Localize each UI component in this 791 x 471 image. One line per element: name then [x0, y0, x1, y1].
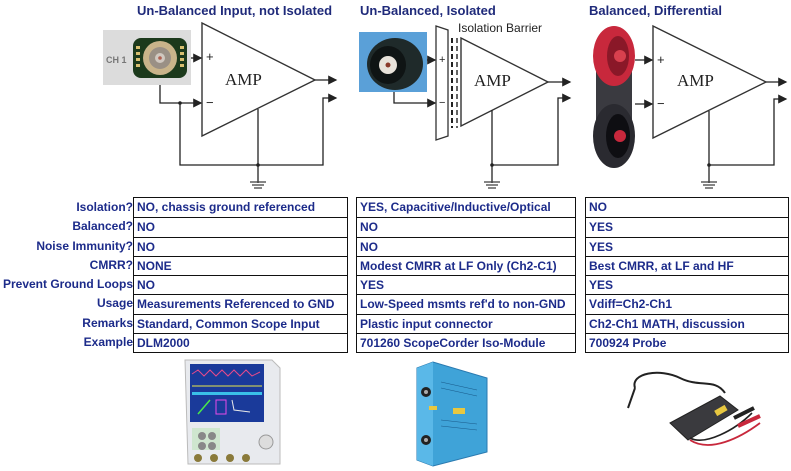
column-title-unbalanced: Un-Balanced Input, not Isolated: [137, 3, 333, 18]
table-cell: Ch2-Ch1 MATH, discussion: [586, 313, 788, 333]
minus-symbol: −: [439, 97, 445, 109]
diagram-unbalanced: CH 1 AMP + −: [103, 21, 338, 189]
table-isolated: YES, Capacitive/Inductive/Optical NO NO …: [356, 197, 576, 354]
table-cell: YES: [586, 275, 788, 294]
table-cell: Measurements Referenced to GND: [134, 294, 347, 313]
amp-label: AMP: [474, 71, 511, 90]
row-label-example: Example: [83, 335, 133, 350]
minus-symbol: −: [206, 95, 214, 110]
table-cell: DLM2000: [134, 333, 347, 352]
row-label-cmrr: CMRR?: [89, 257, 133, 272]
plus-symbol: +: [439, 54, 445, 66]
column-title-isolated: Un-Balanced, Isolated: [360, 3, 496, 18]
column-title-differential: Balanced, Differential: [589, 3, 722, 18]
ground-icon: [250, 181, 266, 189]
bnc-connector-icon: [133, 38, 187, 78]
table-cell: Vdiff=Ch2-Ch1: [586, 294, 788, 313]
circuit-diagrams: CH 1 AMP + − + −: [103, 21, 788, 189]
table-cell: NO: [357, 217, 575, 236]
row-label-noise-immunity: Noise Immunity?: [36, 238, 133, 253]
ground-icon: [484, 181, 500, 189]
isolation-input-stage: [435, 25, 449, 141]
table-cell: NO: [134, 275, 347, 294]
amp-label: AMP: [677, 71, 714, 90]
table-cell: NONE: [134, 255, 347, 275]
table-cell: YES: [586, 217, 788, 236]
diagram-differential: AMP + −: [593, 24, 788, 189]
table-cell: 700924 Probe: [586, 333, 788, 352]
iso-module-image: [416, 361, 488, 467]
row-label-prevent-ground-loops: Prevent Ground Loops: [2, 277, 133, 292]
banana-terminals-icon: [593, 26, 635, 168]
isolation-barrier-label: Isolation Barrier: [458, 21, 542, 35]
plus-symbol: +: [206, 49, 214, 64]
minus-symbol: −: [657, 96, 665, 111]
table-cell: Standard, Common Scope Input: [134, 313, 347, 333]
row-label-balanced: Balanced?: [72, 219, 133, 234]
table-cell: NO, chassis ground referenced: [137, 200, 316, 214]
oscilloscope-image: [184, 359, 281, 465]
table-cell: NO: [357, 236, 575, 256]
row-labels: Isolation? Balanced? Noise Immunity? CMR…: [0, 198, 133, 352]
table-cell: Modest CMRR at LF Only (Ch2-C1): [357, 255, 575, 275]
table-cell: NO: [134, 217, 347, 236]
row-label-remarks: Remarks: [82, 315, 133, 330]
amplifier-triangle: [652, 24, 768, 140]
differential-probe-image: [627, 371, 761, 446]
amplifier-triangle: [201, 21, 317, 138]
amp-label: AMP: [225, 70, 262, 89]
table-cell: Best CMRR, at LF and HF: [586, 255, 788, 275]
table-cell: YES: [357, 275, 575, 294]
row-label-usage: Usage: [96, 296, 133, 311]
table-cell: Low-Speed msmts ref'd to non-GND: [357, 294, 575, 313]
table-cell: Plastic input connector: [357, 313, 575, 333]
ground-icon: [701, 181, 717, 189]
table-cell: NO: [134, 236, 347, 256]
diagram-isolated: + − Isolation Barrier AMP: [359, 21, 572, 189]
table-differential: NO YES YES Best CMRR, at LF and HF YES V…: [585, 197, 789, 354]
table-unbalanced: NO, chassis ground referenced NO NO NONE…: [133, 197, 348, 354]
table-cell: YES: [586, 236, 788, 256]
table-cell: 701260 ScopeCorder Iso-Module: [357, 333, 575, 352]
plus-symbol: +: [657, 52, 665, 67]
table-cell: NO: [589, 200, 607, 214]
table-cell: YES, Capacitive/Inductive/Optical: [360, 200, 551, 214]
bnc-connector-photo-icon: [359, 32, 427, 92]
row-label-isolation: Isolation?: [76, 200, 133, 214]
ch1-label: CH 1: [106, 55, 127, 65]
amplifier-triangle: [460, 36, 550, 128]
